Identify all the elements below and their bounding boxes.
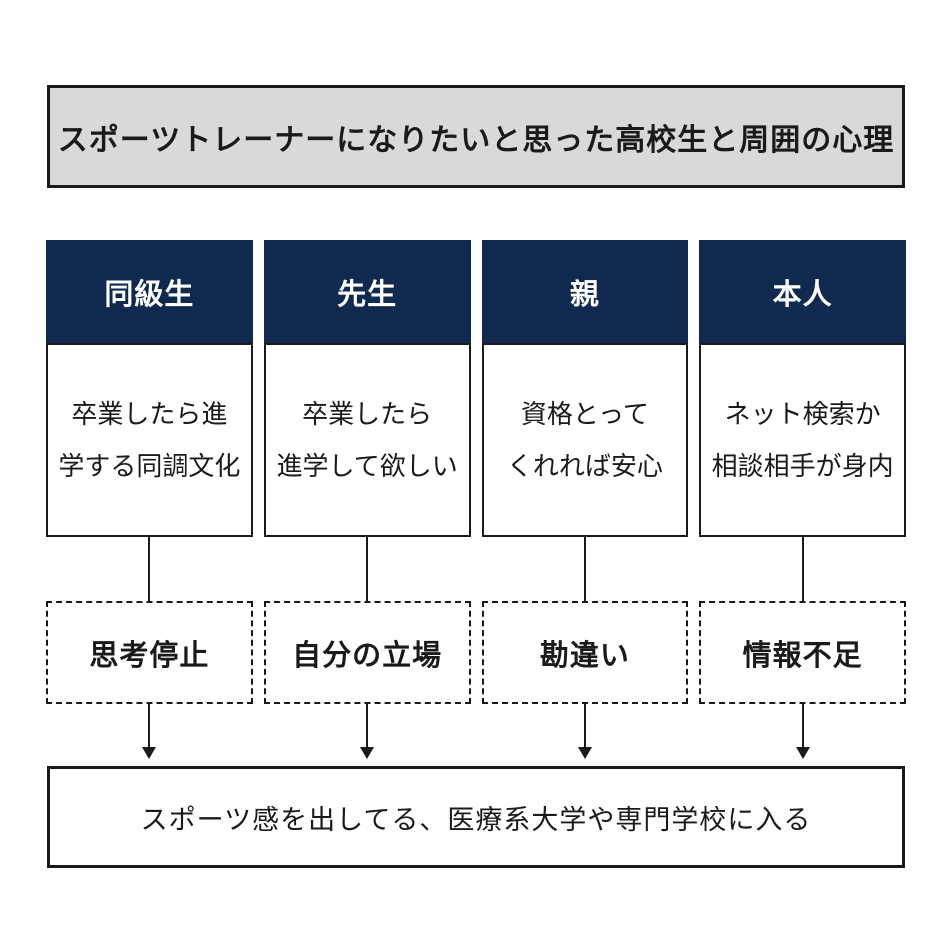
down-arrow-icon <box>264 704 471 759</box>
factors-row: 思考停止 自分の立場 勘違い 情報不足 <box>46 601 906 704</box>
column-header: 親 <box>481 240 689 343</box>
arrows-row <box>46 704 906 759</box>
column-body-line: 進学して欲しい <box>276 451 458 481</box>
connector-line <box>148 537 151 601</box>
column-body-line: 学する同調文化 <box>58 451 241 481</box>
down-arrow-icon <box>46 704 253 759</box>
column-body-line: 卒業したら進 <box>71 399 228 429</box>
arrow-head <box>577 747 592 759</box>
column-parent: 親 資格とって くれれば安心 <box>481 240 689 537</box>
arrow-head <box>360 747 375 759</box>
column-teacher: 先生 卒業したら 進学して欲しい <box>263 240 471 537</box>
conclusion-text: スポーツ感を出してる、医療系大学や専門学校に入る <box>140 804 812 835</box>
arrow-shaft <box>583 704 586 747</box>
factor-box: 自分の立場 <box>263 601 471 704</box>
down-arrow-icon <box>482 704 689 759</box>
arrow-head <box>795 747 810 759</box>
column-classmates: 同級生 卒業したら進 学する同調文化 <box>46 240 253 537</box>
connector-line <box>583 537 586 601</box>
conclusion-box: スポーツ感を出してる、医療系大学や専門学校に入る <box>47 766 905 868</box>
connectors-row <box>46 537 906 601</box>
down-arrow-icon <box>699 704 906 759</box>
factor-box: 勘違い <box>481 601 689 704</box>
column-header: 同級生 <box>46 240 253 343</box>
factor-box: 情報不足 <box>699 601 906 704</box>
column-body-line: くれれば安心 <box>506 451 663 481</box>
title-box: スポーツトレーナーになりたいと思った高校生と周囲の心理 <box>47 85 905 188</box>
column-header: 先生 <box>263 240 471 343</box>
factor-box: 思考停止 <box>46 601 253 704</box>
title-text: スポーツトレーナーになりたいと思った高校生と周囲の心理 <box>57 123 895 157</box>
column-body: 卒業したら進 学する同調文化 <box>46 343 253 537</box>
column-body-line: ネット検索か <box>724 399 881 429</box>
columns-row: 同級生 卒業したら進 学する同調文化 先生 卒業したら 進学して欲しい 親 資格… <box>46 240 906 537</box>
arrow-shaft <box>366 704 369 747</box>
column-body: ネット検索か 相談相手が身内 <box>699 343 906 537</box>
column-body-line: 卒業したら <box>302 399 433 429</box>
column-header: 本人 <box>699 240 906 343</box>
column-body: 卒業したら 進学して欲しい <box>263 343 471 537</box>
connector-line <box>366 537 369 601</box>
arrow-shaft <box>148 704 151 747</box>
arrow-head <box>142 747 157 759</box>
column-self: 本人 ネット検索か 相談相手が身内 <box>699 240 906 537</box>
column-body-line: 資格とって <box>520 399 649 429</box>
connector-line <box>801 537 804 601</box>
column-body: 資格とって くれれば安心 <box>481 343 689 537</box>
column-body-line: 相談相手が身内 <box>711 451 894 481</box>
arrow-shaft <box>801 704 804 747</box>
